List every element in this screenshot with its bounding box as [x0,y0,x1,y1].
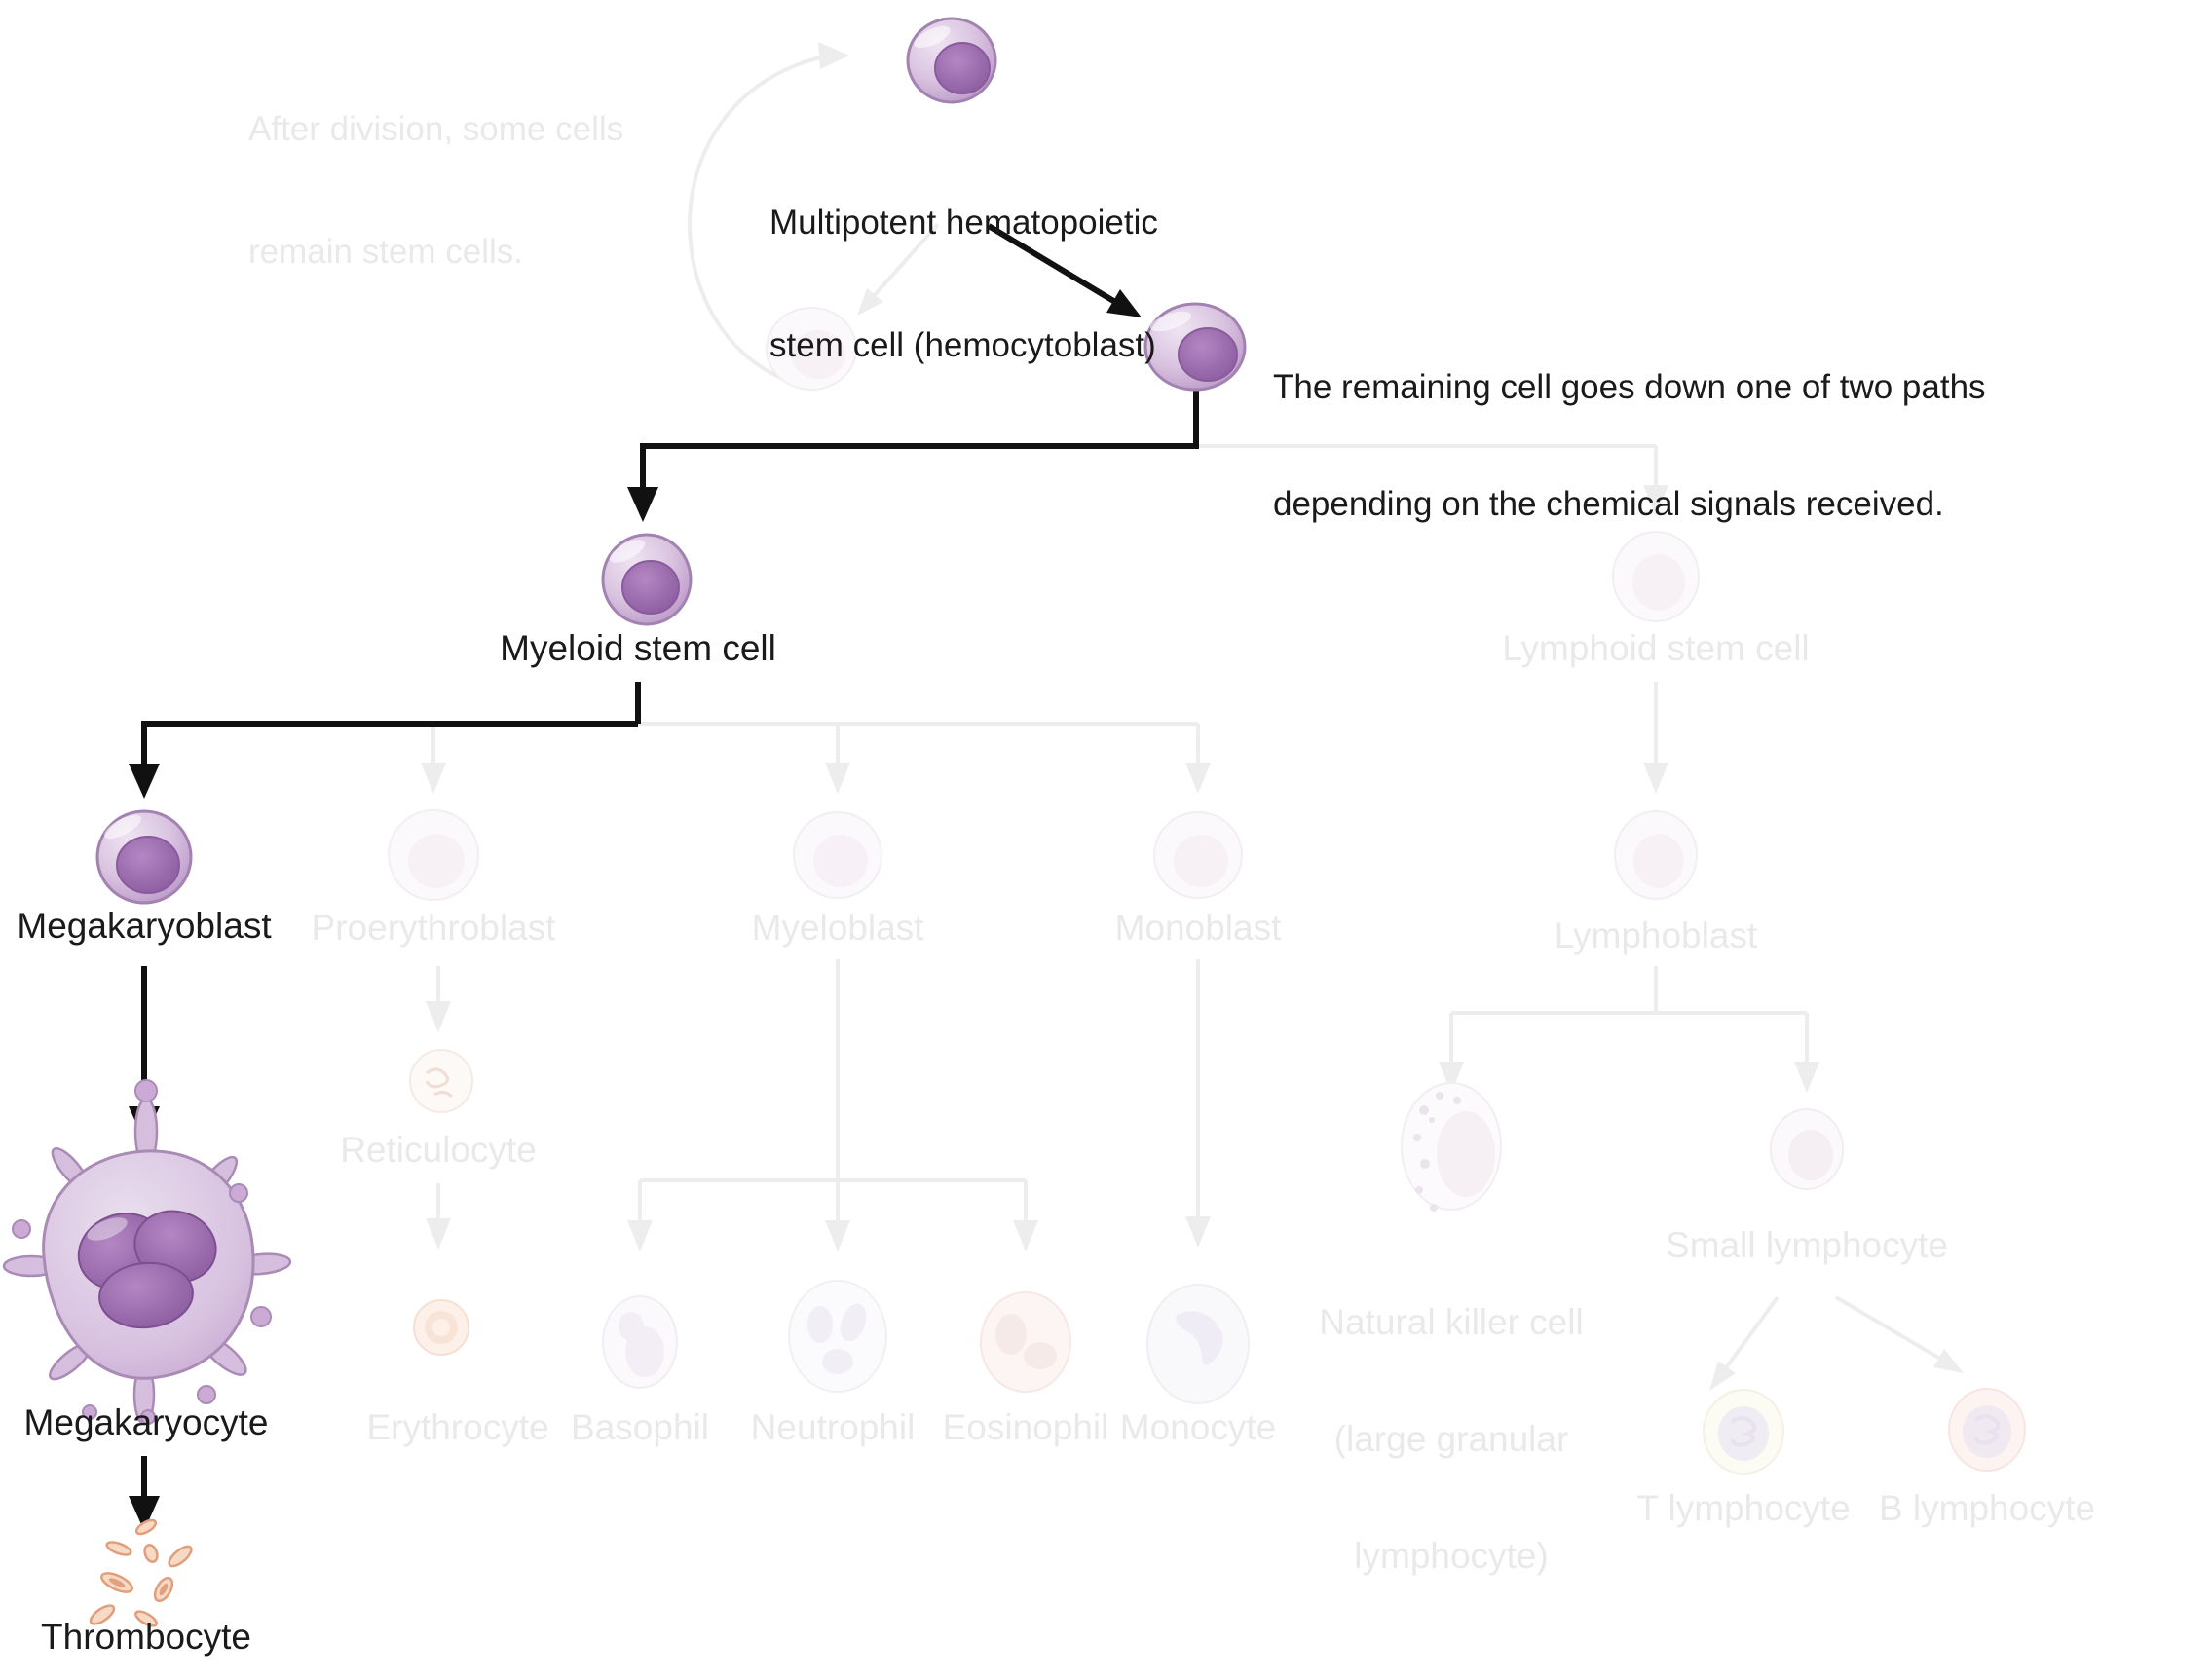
highlight-connectors [141,223,1199,1498]
remaining-note: The remaining cell goes down one of two … [1273,290,1986,563]
remaining-line2: depending on the chemical signals receiv… [1273,485,1944,523]
multipotent-label: Multipotent hematopoietic stem cell (hem… [769,121,1158,407]
self-renewal-arc [688,55,825,380]
nk-line1: Natural killer cell [1319,1302,1584,1342]
natural-killer-cell-icon [1401,1082,1502,1212]
ghost-cells [388,307,2026,1475]
lymphoid-stem-cell-label: Lymphoid stem cell [1502,628,1810,668]
thrombocyte-label: Thrombocyte [41,1617,251,1657]
after-division-line2: remain stem cells. [248,233,524,271]
multipotent-line2: stem cell (hemocytoblast) [769,326,1156,364]
small-lymphocyte-label: Small lymphocyte [1666,1225,1948,1265]
eosinophil-icon [980,1291,1071,1393]
erythrocyte-icon [413,1299,469,1356]
multipotent-line1: Multipotent hematopoietic [769,204,1158,242]
megakaryoblast-icon [95,809,193,905]
b-lymphocyte-label: B lymphocyte [1878,1488,2096,1528]
proerythroblast-label: Proerythroblast [311,908,556,948]
monocyte-label: Monocyte [1119,1407,1277,1447]
myeloblast-icon [793,811,882,899]
nk-line3: lymphocyte) [1354,1536,1549,1576]
ghost-stem-cell-icon [766,307,857,391]
megakaryocyte-label: Megakaryocyte [23,1402,269,1442]
thrombocyte-icon [89,1518,193,1627]
lymphoblast-label: Lymphoblast [1554,915,1758,955]
faded-connectors [431,55,1947,1375]
natural-killer-label: Natural killer cell (large granular lymp… [1319,1225,1583,1615]
reticulocyte-icon [409,1049,473,1113]
monoblast-icon [1153,811,1243,899]
megakaryocyte-icon [2,1079,292,1426]
small-lymphocyte-icon [1770,1108,1844,1190]
reticulocyte-label: Reticulocyte [340,1130,537,1170]
t-lymphocyte-icon [1703,1389,1784,1475]
monocyte-icon [1146,1284,1250,1404]
monoblast-label: Monoblast [1114,908,1282,948]
remaining-cell-icon [1143,302,1247,392]
myeloid-stem-cell-icon [601,533,693,626]
erythrocyte-label: Erythrocyte [366,1407,549,1447]
neutrophil-label: Neutrophil [750,1407,916,1447]
megakaryoblast-label: Megakaryoblast [17,906,272,946]
faded-arrowheads [421,42,1964,1391]
b-lymphocyte-icon [1948,1388,2026,1472]
basophil-icon [602,1295,678,1389]
eosinophil-label: Eosinophil [942,1407,1109,1447]
proerythroblast-icon [388,809,479,901]
remaining-line1: The remaining cell goes down one of two … [1273,368,1986,406]
myeloblast-label: Myeloblast [751,908,924,948]
lymphoblast-icon [1614,810,1698,900]
nk-line2: (large granular [1333,1419,1569,1459]
multipotent-stem-cell-icon [906,17,997,104]
basophil-label: Basophil [571,1407,709,1447]
highlight-cells [2,17,1247,1627]
lymphoid-stem-cell-icon [1612,531,1700,622]
neutrophil-icon [788,1280,887,1393]
after-division-line1: After division, some cells [248,110,624,148]
after-division-note: After division, some cells remain stem c… [248,27,623,314]
t-lymphocyte-label: T lymphocyte [1636,1488,1851,1528]
myeloid-stem-cell-label: Myeloid stem cell [500,628,776,668]
